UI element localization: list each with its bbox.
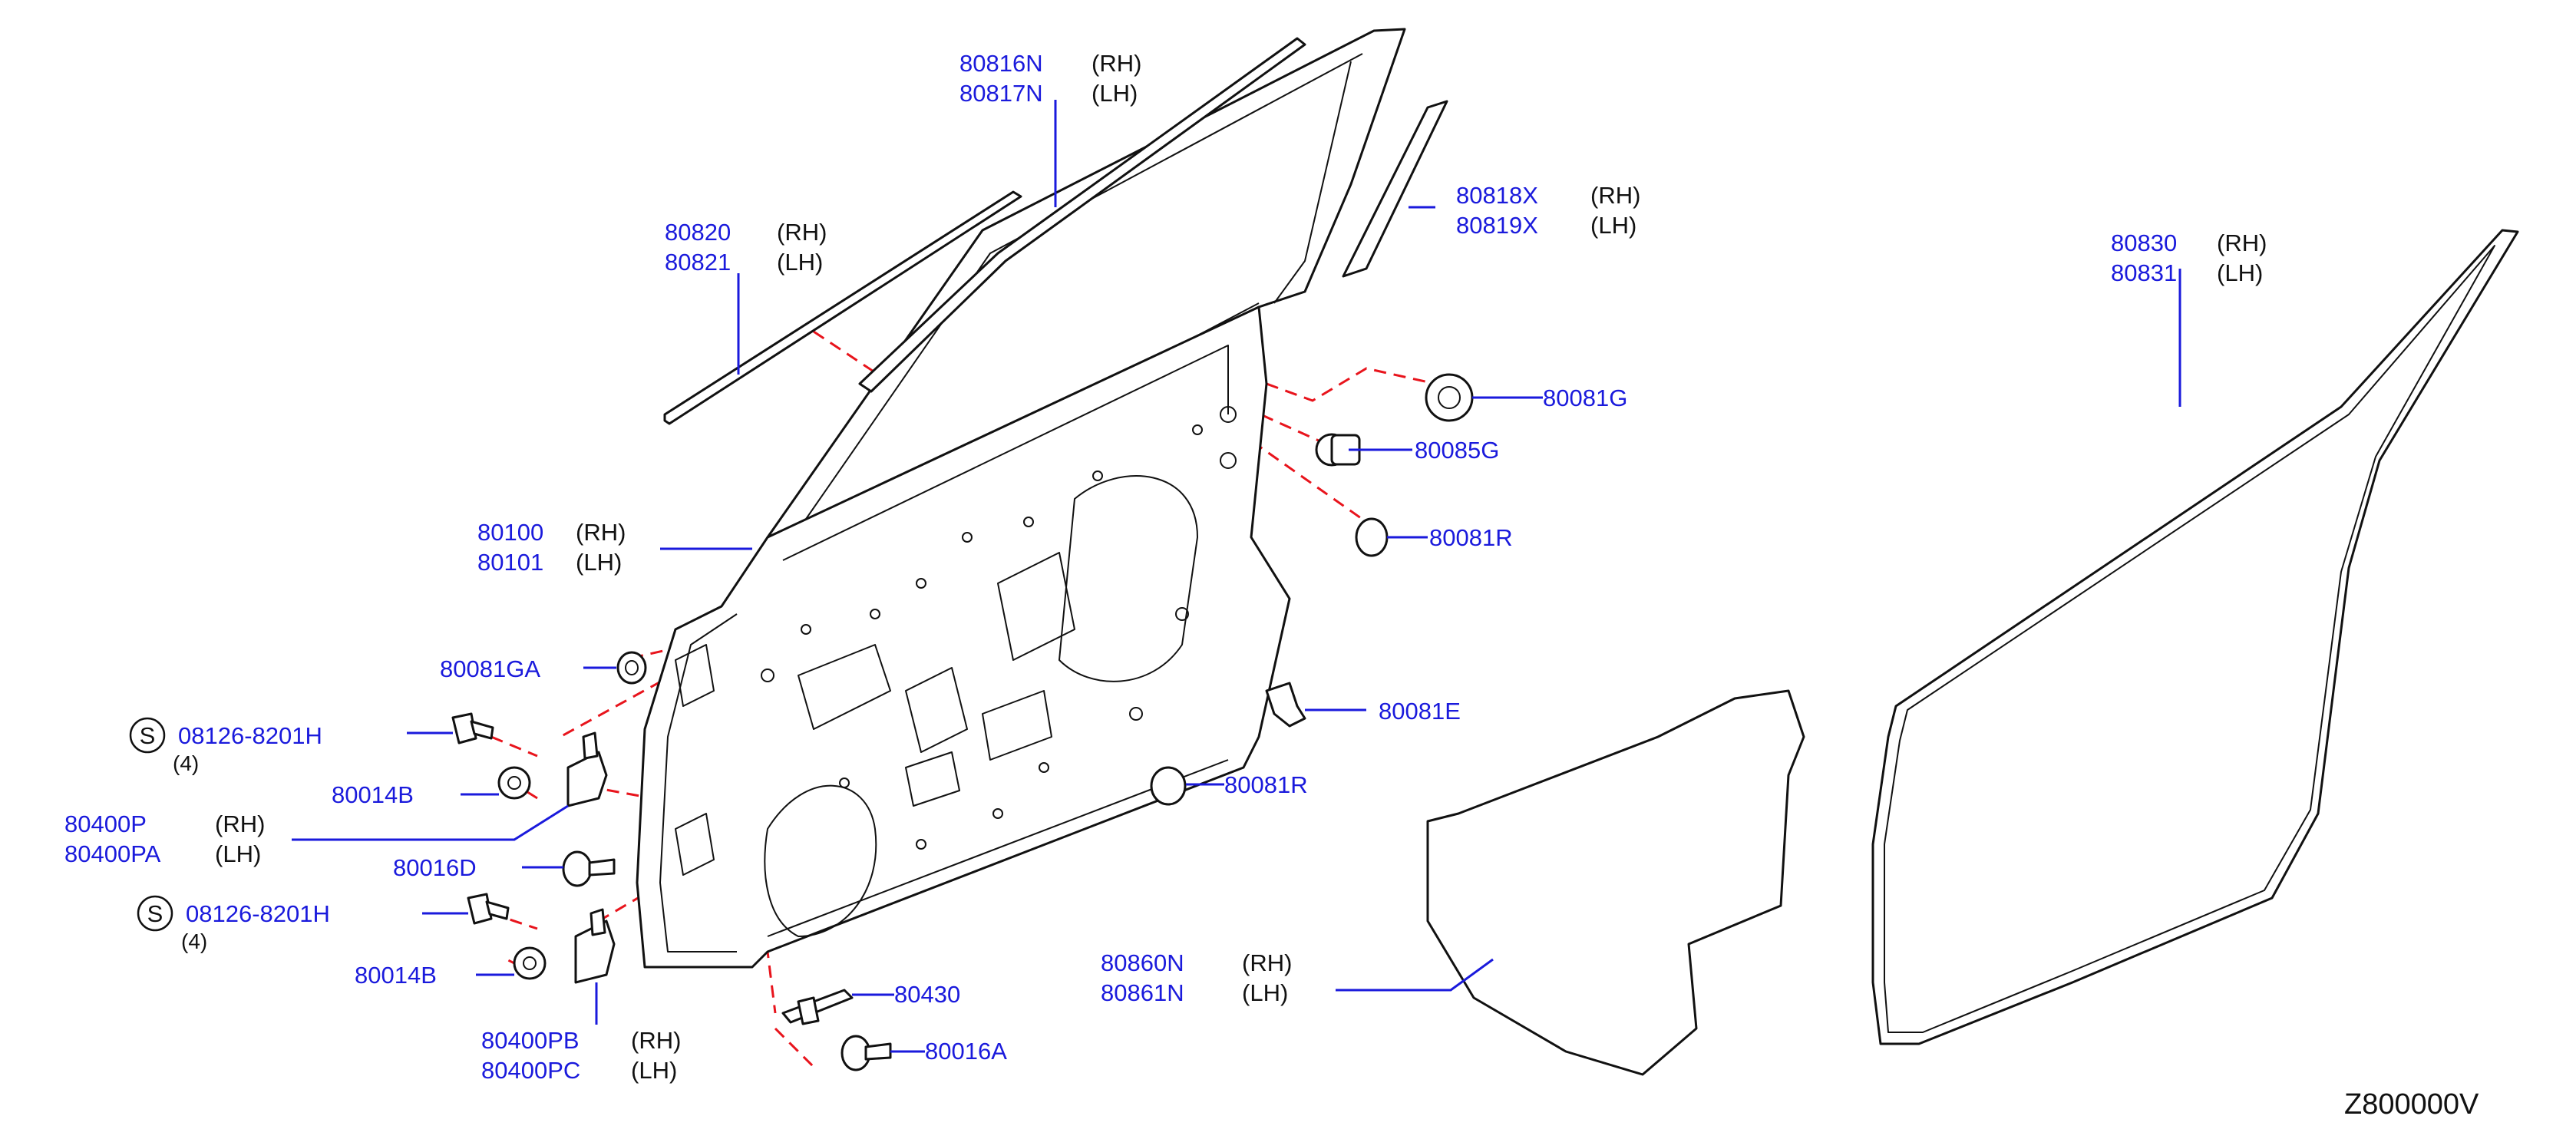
side-label-lh: (LH) — [631, 1057, 677, 1084]
callout-outer-molding[interactable]: 80820 (RH) 80821 (LH) — [665, 219, 827, 276]
side-label-rh: (RH) — [631, 1027, 681, 1054]
callout-plug-r-lower[interactable]: 80081R — [1224, 771, 1308, 798]
side-label-lh: (LH) — [215, 840, 261, 867]
part-number-lh[interactable]: 80400PA — [64, 840, 161, 867]
standard-part-symbol — [129, 717, 166, 754]
side-label-lh: (LH) — [2217, 259, 2263, 286]
part-number-rh[interactable]: 80818X — [1456, 182, 1538, 209]
part-number[interactable]: 08126-8201H — [186, 900, 330, 927]
part-number-lh[interactable]: 80831 — [2111, 259, 2177, 286]
callout-plug-r-upper[interactable]: 80081R — [1429, 524, 1513, 551]
sealing-screen-drawing[interactable] — [1426, 689, 1805, 1076]
callout-pillar-tape[interactable]: 80818X (RH) 80819X (LH) — [1456, 182, 1640, 239]
nut-lower-drawing[interactable] — [513, 946, 547, 980]
side-label-lh: (LH) — [576, 549, 622, 576]
bolt-a-drawing[interactable] — [841, 1035, 892, 1071]
callout-grommet-g[interactable]: 80081G — [1543, 385, 1627, 411]
part-number-lh[interactable]: 80400PC — [481, 1057, 580, 1084]
callout-check-link[interactable]: 80430 — [894, 981, 960, 1008]
sash-molding-drawing[interactable] — [858, 37, 1306, 393]
side-label-rh: (RH) — [576, 519, 626, 546]
bolt-upper-drawing[interactable] — [451, 712, 494, 744]
bolt-lower-drawing[interactable] — [467, 893, 510, 925]
part-number-lh[interactable]: 80861N — [1101, 979, 1184, 1006]
bolt-d-drawing[interactable] — [562, 850, 616, 887]
plug-r-lower-drawing[interactable] — [1150, 766, 1187, 806]
pillar-tape-drawing[interactable] — [1342, 100, 1448, 278]
callout-bolt-a[interactable]: 80016A — [925, 1038, 1007, 1065]
callout-bolt-lower[interactable]: S 08126-8201H (4) — [137, 895, 330, 953]
door-panel-drawing[interactable] — [636, 28, 1406, 969]
side-label-rh: (RH) — [1242, 949, 1292, 976]
part-number-rh[interactable]: 80400P — [64, 811, 147, 837]
plug-r-upper-drawing[interactable] — [1355, 517, 1389, 557]
check-link-drawing[interactable] — [781, 989, 854, 1025]
callout-grommet-ga[interactable]: 80081GA — [440, 655, 540, 682]
part-number-lh[interactable]: 80821 — [665, 249, 731, 276]
standard-part-symbol — [137, 895, 173, 932]
callout-bumper-rubber[interactable]: 80085G — [1415, 437, 1499, 464]
bumper-rubber-drawing[interactable] — [1315, 433, 1361, 467]
callout-sealing-screen[interactable]: 80860N (RH) 80861N (LH) — [1101, 949, 1292, 1006]
callout-bolt-upper[interactable]: S 08126-8201H (4) — [129, 717, 322, 775]
callout-door-panel[interactable]: 80100 (RH) 80101 (LH) — [477, 519, 626, 576]
hinge-lower-drawing[interactable] — [574, 908, 616, 984]
side-label-rh: (RH) — [1091, 50, 1141, 77]
nut-upper-drawing[interactable] — [497, 766, 531, 800]
part-number-rh[interactable]: 80860N — [1101, 949, 1184, 976]
part-number-rh[interactable]: 80816N — [959, 50, 1043, 77]
part-number-rh[interactable]: 80400PB — [481, 1027, 580, 1054]
side-label-rh: (RH) — [2217, 229, 2267, 256]
leader-lines — [292, 100, 2181, 1053]
side-label-lh: (LH) — [1091, 80, 1138, 107]
clip-e-drawing[interactable] — [1265, 682, 1306, 728]
part-number-rh[interactable]: 80820 — [665, 219, 731, 246]
door-panel-holes — [761, 406, 1237, 850]
callout-nut-lower[interactable]: 80014B — [355, 962, 437, 989]
side-label-rh: (RH) — [1590, 182, 1640, 209]
weatherstrip-drawing[interactable] — [1871, 229, 2519, 1045]
part-number-rh[interactable]: 80830 — [2111, 229, 2177, 256]
callout-bolt-d[interactable]: 80016D — [393, 854, 477, 881]
callout-hinge-upper[interactable]: 80400P (RH) 80400PA (LH) — [64, 811, 265, 867]
part-number-lh[interactable]: 80819X — [1456, 212, 1538, 239]
side-label-lh: (LH) — [1590, 212, 1636, 239]
callout-clip-e[interactable]: 80081E — [1379, 698, 1461, 725]
standard-part-symbol-letter: S — [147, 900, 163, 927]
side-label-rh: (RH) — [215, 811, 265, 837]
callout-weatherstrip[interactable]: 80830 (RH) 80831 (LH) — [2111, 229, 2267, 286]
outer-molding-drawing[interactable] — [663, 190, 1022, 425]
callout-hinge-lower[interactable]: 80400PB (RH) 80400PC (LH) — [481, 1027, 681, 1084]
quantity: (4) — [173, 751, 199, 775]
standard-part-symbol-letter: S — [140, 722, 156, 749]
grommet-g-drawing[interactable] — [1425, 373, 1474, 422]
part-number-rh[interactable]: 80100 — [477, 519, 543, 546]
callout-nut-upper[interactable]: 80014B — [332, 781, 414, 808]
quantity: (4) — [181, 929, 207, 953]
grommet-ga-drawing[interactable] — [616, 651, 647, 685]
side-label-lh: (LH) — [777, 249, 823, 276]
callout-sash-molding[interactable]: 80816N (RH) 80817N (LH) — [959, 50, 1141, 107]
side-label-lh: (LH) — [1242, 979, 1288, 1006]
hinge-upper-drawing[interactable] — [566, 731, 608, 807]
side-label-rh: (RH) — [777, 219, 827, 246]
part-number-lh[interactable]: 80101 — [477, 549, 543, 576]
diagram-code: Z800000V — [2344, 1088, 2479, 1121]
part-number-lh[interactable]: 80817N — [959, 80, 1043, 107]
part-number[interactable]: 08126-8201H — [178, 722, 322, 749]
